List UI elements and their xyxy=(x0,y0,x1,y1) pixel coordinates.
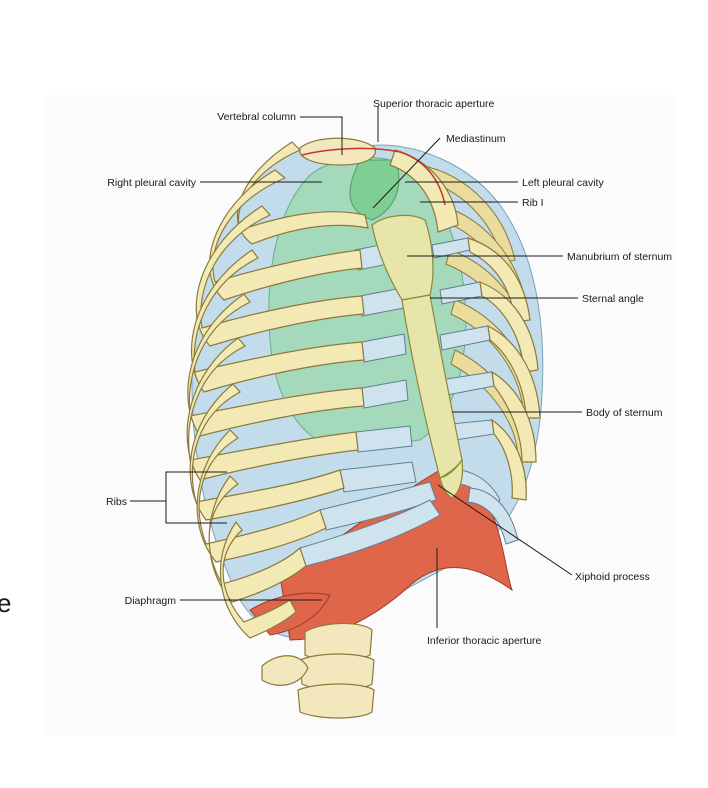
anterior-ribs-right xyxy=(186,141,369,639)
vertebra-top xyxy=(299,137,376,166)
leader-lines xyxy=(130,106,582,628)
anterior-ribs-left xyxy=(389,149,541,501)
label-diaphragm: Diaphragm xyxy=(125,595,177,607)
label-body-of-sternum: Body of sternum xyxy=(586,407,663,419)
label-vertebral-column: Vertebral column xyxy=(217,111,296,123)
label-right-pleural-cavity: Right pleural cavity xyxy=(107,177,196,189)
label-left-pleural-cavity: Left pleural cavity xyxy=(522,177,604,189)
label-ribs: Ribs xyxy=(106,496,127,508)
mediastinum-shape xyxy=(349,159,400,221)
superior-aperture-rim xyxy=(301,147,446,206)
label-sternal-angle: Sternal angle xyxy=(582,293,644,305)
label-rib-i: Rib I xyxy=(522,197,544,209)
thorax-illustration xyxy=(186,137,544,719)
label-xiphoid-process: Xiphoid process xyxy=(575,571,650,583)
label-inferior-thoracic-aperture: Inferior thoracic aperture xyxy=(427,635,542,647)
edge-glyph-fragment: e xyxy=(0,588,11,618)
sternal-body xyxy=(401,294,463,479)
sternum xyxy=(371,214,464,499)
label-manubrium-of-sternum: Manubrium of sternum xyxy=(567,251,672,263)
lower-vertebral-column xyxy=(261,622,375,719)
label-mediastinum: Mediastinum xyxy=(446,133,506,145)
manubrium xyxy=(371,214,434,301)
label-superior-thoracic-aperture: Superior thoracic aperture xyxy=(373,98,495,110)
labels: Vertebral column Superior thoracic apert… xyxy=(106,98,672,647)
